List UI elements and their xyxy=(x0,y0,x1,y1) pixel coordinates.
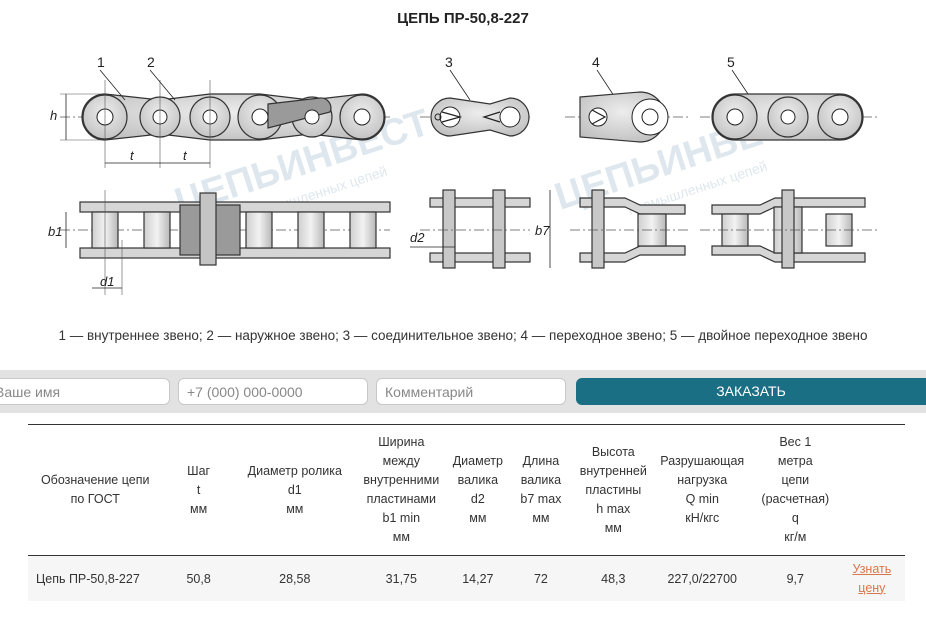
cell-designation: Цепь ПР-50,8-227 xyxy=(28,555,163,601)
cell-pitch: 50,8 xyxy=(162,555,235,601)
cell-roller-diameter: 28,58 xyxy=(234,555,355,601)
cell-pin-length: 72 xyxy=(507,555,574,601)
order-button[interactable]: ЗАКАЗАТЬ xyxy=(576,378,926,405)
connecting-link-side xyxy=(430,97,530,137)
dim-t-2: t xyxy=(183,148,188,163)
cell-inner-width: 31,75 xyxy=(354,555,448,601)
name-input[interactable] xyxy=(0,378,170,405)
callout-3: 3 xyxy=(445,54,453,70)
comment-input[interactable] xyxy=(376,378,566,405)
order-form: ЗАКАЗАТЬ xyxy=(0,370,926,413)
dim-b7: b7 xyxy=(535,223,550,238)
dim-t-1: t xyxy=(130,148,135,163)
diagram-legend: 1 — внутреннее звено; 2 — наружное звено… xyxy=(58,328,868,343)
header-price xyxy=(838,424,905,556)
cell-price: Узнать цену xyxy=(838,555,905,601)
dim-d1: d1 xyxy=(100,274,114,289)
dim-h: h xyxy=(50,108,57,123)
cell-breaking-load: 227,0/22700 xyxy=(652,555,752,601)
cell-pin-diameter: 14,27 xyxy=(447,555,508,601)
cell-weight: 9,7 xyxy=(751,555,839,601)
page-title: ЦЕПЬ ПР-50,8-227 xyxy=(397,10,529,27)
connecting-link-top xyxy=(429,189,531,269)
chain-diagram: ЦЕПЬИНВЕСТ промышленных цепей ЦЕПЬИНВЕСТ… xyxy=(48,54,880,295)
callout-1: 1 xyxy=(97,54,105,70)
double-offset-link-top xyxy=(711,189,866,269)
table-row: Цепь ПР-50,8-227 50,8 28,58 31,75 14,27 … xyxy=(28,555,905,601)
dim-b1: b1 xyxy=(48,224,62,239)
phone-input[interactable] xyxy=(178,378,368,405)
callout-2: 2 xyxy=(147,54,155,70)
chain-top-view xyxy=(79,192,391,266)
dim-d2: d2 xyxy=(410,230,425,245)
cell-plate-height: 48,3 xyxy=(574,555,653,601)
price-link[interactable]: Узнать цену xyxy=(852,561,892,595)
chain-side-view xyxy=(81,93,386,141)
callout-4: 4 xyxy=(592,54,600,70)
callout-5: 5 xyxy=(727,54,735,70)
